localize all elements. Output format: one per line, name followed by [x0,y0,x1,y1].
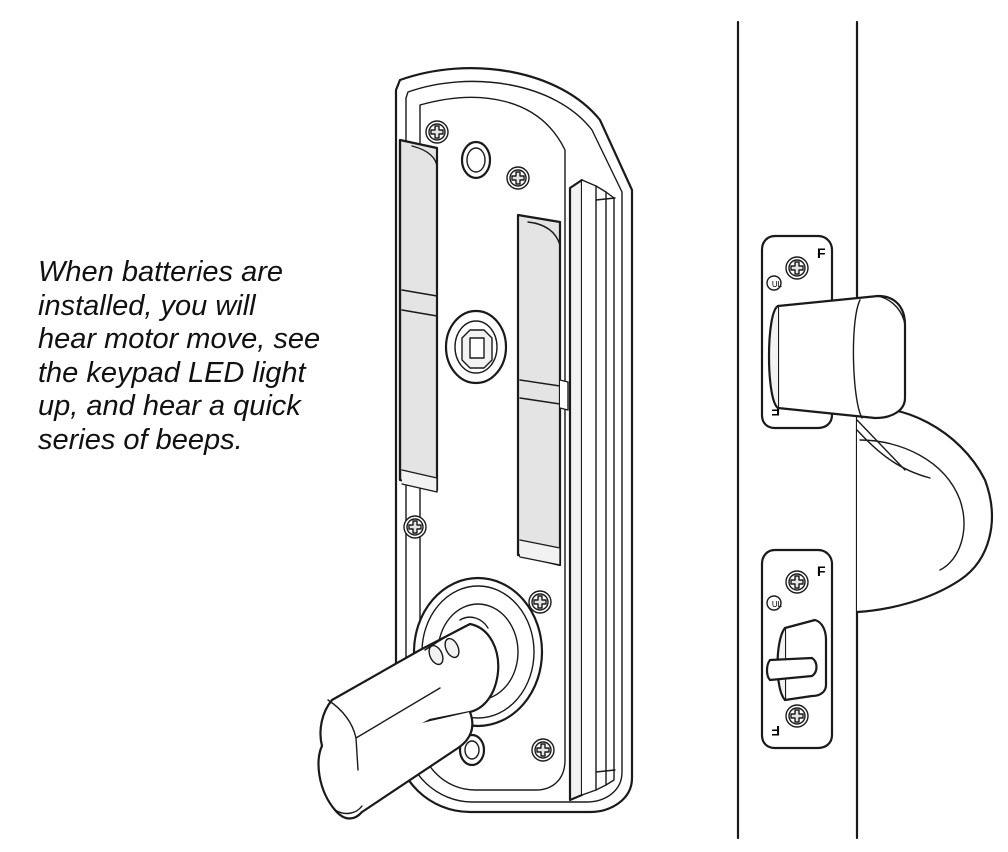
exterior-handle [855,407,993,614]
caption-line-3: hear motor move, see [38,323,321,355]
caption-line-6: series of beeps. [38,423,243,456]
caption-line-4: the keypad LED light [38,356,306,389]
ul-mark-label-lower: UL [772,600,783,609]
lock-body [394,67,634,814]
caption-line-2: installed, you will [38,289,256,322]
ul-mark-icon-lower [766,595,782,611]
caption-line-5: up, and hear a quick [38,390,301,422]
deadbolt [767,294,907,420]
spindle-hub [444,309,508,385]
interior-lever [317,616,500,820]
latch-plate-marking-top: F [817,563,826,579]
plate-marking-top: F [817,245,826,261]
caption-line-1: When batteries are [38,256,284,288]
battery-slot-right [516,213,569,567]
latch-bolt [765,618,828,702]
plate-marking-bottom: F [771,403,780,419]
deadbolt-strike-plate: UL F F [760,234,907,430]
ul-mark-label: UL [772,280,783,289]
ul-mark-icon [766,275,782,291]
instruction-caption: When batteries are installed, you will h… [38,256,368,457]
latch-strike-plate: UL F F [760,548,834,750]
top-mount-hole [460,140,492,180]
latch-plate-marking-bottom: F [771,723,780,739]
battery-slot-left [398,138,439,493]
